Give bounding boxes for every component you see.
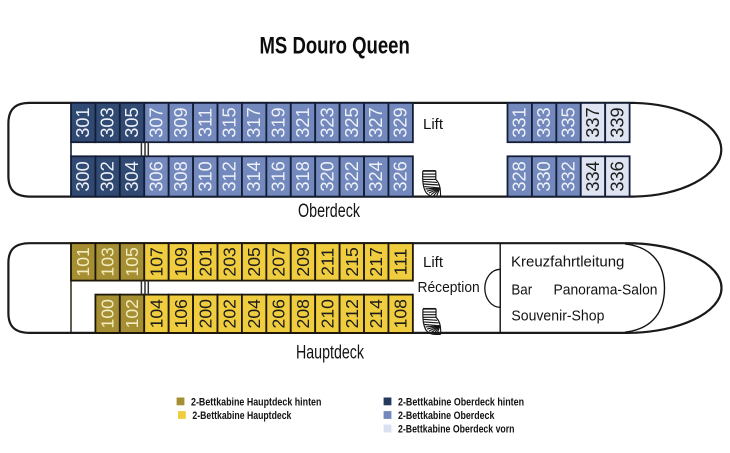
svg-text:Panorama-Salon: Panorama-Salon	[554, 281, 658, 298]
svg-text:308: 308	[171, 161, 191, 191]
svg-text:322: 322	[342, 161, 362, 191]
svg-text:314: 314	[244, 161, 264, 191]
svg-text:Réception: Réception	[418, 279, 480, 296]
svg-text:324: 324	[366, 161, 386, 191]
svg-text:212: 212	[342, 299, 362, 328]
svg-text:331: 331	[510, 107, 530, 137]
svg-text:2-Bettkabine Oberdeck: 2-Bettkabine Oberdeck	[398, 410, 495, 422]
svg-text:203: 203	[220, 247, 240, 277]
svg-text:325: 325	[342, 107, 362, 137]
svg-text:103: 103	[98, 247, 118, 277]
svg-text:334: 334	[583, 161, 603, 191]
svg-text:2-Bettkabine Hauptdeck hinten: 2-Bettkabine Hauptdeck hinten	[191, 396, 322, 408]
svg-text:306: 306	[146, 161, 166, 191]
svg-text:302: 302	[98, 161, 118, 191]
svg-text:Souvenir-Shop: Souvenir-Shop	[511, 308, 604, 325]
svg-text:208: 208	[293, 299, 313, 329]
svg-text:332: 332	[559, 161, 579, 191]
svg-text:101: 101	[73, 247, 93, 276]
svg-text:Oberdeck: Oberdeck	[298, 201, 360, 222]
svg-text:303: 303	[98, 107, 118, 137]
svg-text:205: 205	[244, 247, 264, 277]
svg-text:104: 104	[146, 299, 166, 329]
svg-text:107: 107	[146, 247, 166, 276]
svg-text:Lift: Lift	[423, 116, 444, 133]
svg-text:316: 316	[269, 161, 289, 191]
svg-text:309: 309	[171, 107, 191, 137]
svg-text:204: 204	[244, 299, 264, 329]
svg-text:333: 333	[534, 107, 554, 137]
svg-text:202: 202	[220, 299, 240, 328]
svg-text:327: 327	[366, 107, 386, 137]
svg-text:200: 200	[195, 299, 215, 329]
svg-text:Lift: Lift	[423, 254, 444, 271]
svg-text:323: 323	[317, 107, 337, 137]
svg-text:339: 339	[607, 107, 627, 137]
svg-text:102: 102	[122, 299, 142, 328]
svg-text:319: 319	[269, 107, 289, 137]
svg-text:330: 330	[534, 161, 554, 191]
svg-text:217: 217	[366, 247, 386, 276]
svg-text:317: 317	[244, 107, 264, 137]
svg-text:328: 328	[510, 161, 530, 191]
svg-text:100: 100	[98, 299, 118, 329]
svg-text:214: 214	[366, 299, 386, 329]
svg-text:106: 106	[171, 299, 191, 329]
svg-text:207: 207	[269, 247, 289, 276]
svg-text:108: 108	[391, 299, 411, 329]
svg-text:211: 211	[317, 248, 337, 276]
svg-text:320: 320	[317, 161, 337, 191]
svg-text:Bar: Bar	[511, 281, 532, 298]
svg-text:201: 201	[195, 247, 215, 276]
svg-text:312: 312	[220, 161, 240, 191]
svg-text:337: 337	[583, 107, 603, 137]
svg-text:301: 301	[73, 107, 93, 137]
svg-text:311: 311	[195, 108, 215, 137]
svg-text:321: 321	[293, 107, 313, 137]
svg-text:318: 318	[293, 161, 313, 191]
svg-text:109: 109	[171, 247, 191, 276]
svg-text:2-Bettkabine Hauptdeck: 2-Bettkabine Hauptdeck	[192, 410, 292, 422]
svg-text:Kreuzfahrtleitung: Kreuzfahrtleitung	[511, 254, 624, 271]
svg-text:305: 305	[122, 107, 142, 137]
svg-text:2-Bettkabine Oberdeck vorn: 2-Bettkabine Oberdeck vorn	[398, 424, 515, 436]
svg-text:215: 215	[342, 247, 362, 277]
svg-text:307: 307	[146, 107, 166, 137]
svg-text:329: 329	[391, 107, 411, 137]
svg-text:326: 326	[391, 161, 411, 191]
svg-text:MS Douro Queen: MS Douro Queen	[260, 33, 410, 60]
svg-text:209: 209	[293, 247, 313, 276]
svg-text:315: 315	[220, 107, 240, 137]
svg-text:Hauptdeck: Hauptdeck	[296, 342, 364, 363]
svg-text:304: 304	[122, 161, 142, 191]
svg-text:210: 210	[317, 299, 337, 329]
svg-text:300: 300	[73, 161, 93, 191]
svg-text:2-Bettkabine Oberdeck hinten: 2-Bettkabine Oberdeck hinten	[398, 396, 524, 408]
svg-text:111: 111	[391, 249, 411, 276]
svg-text:335: 335	[559, 107, 579, 137]
svg-text:206: 206	[269, 299, 289, 329]
svg-text:336: 336	[607, 161, 627, 191]
svg-text:105: 105	[122, 247, 142, 277]
svg-text:310: 310	[195, 161, 215, 191]
